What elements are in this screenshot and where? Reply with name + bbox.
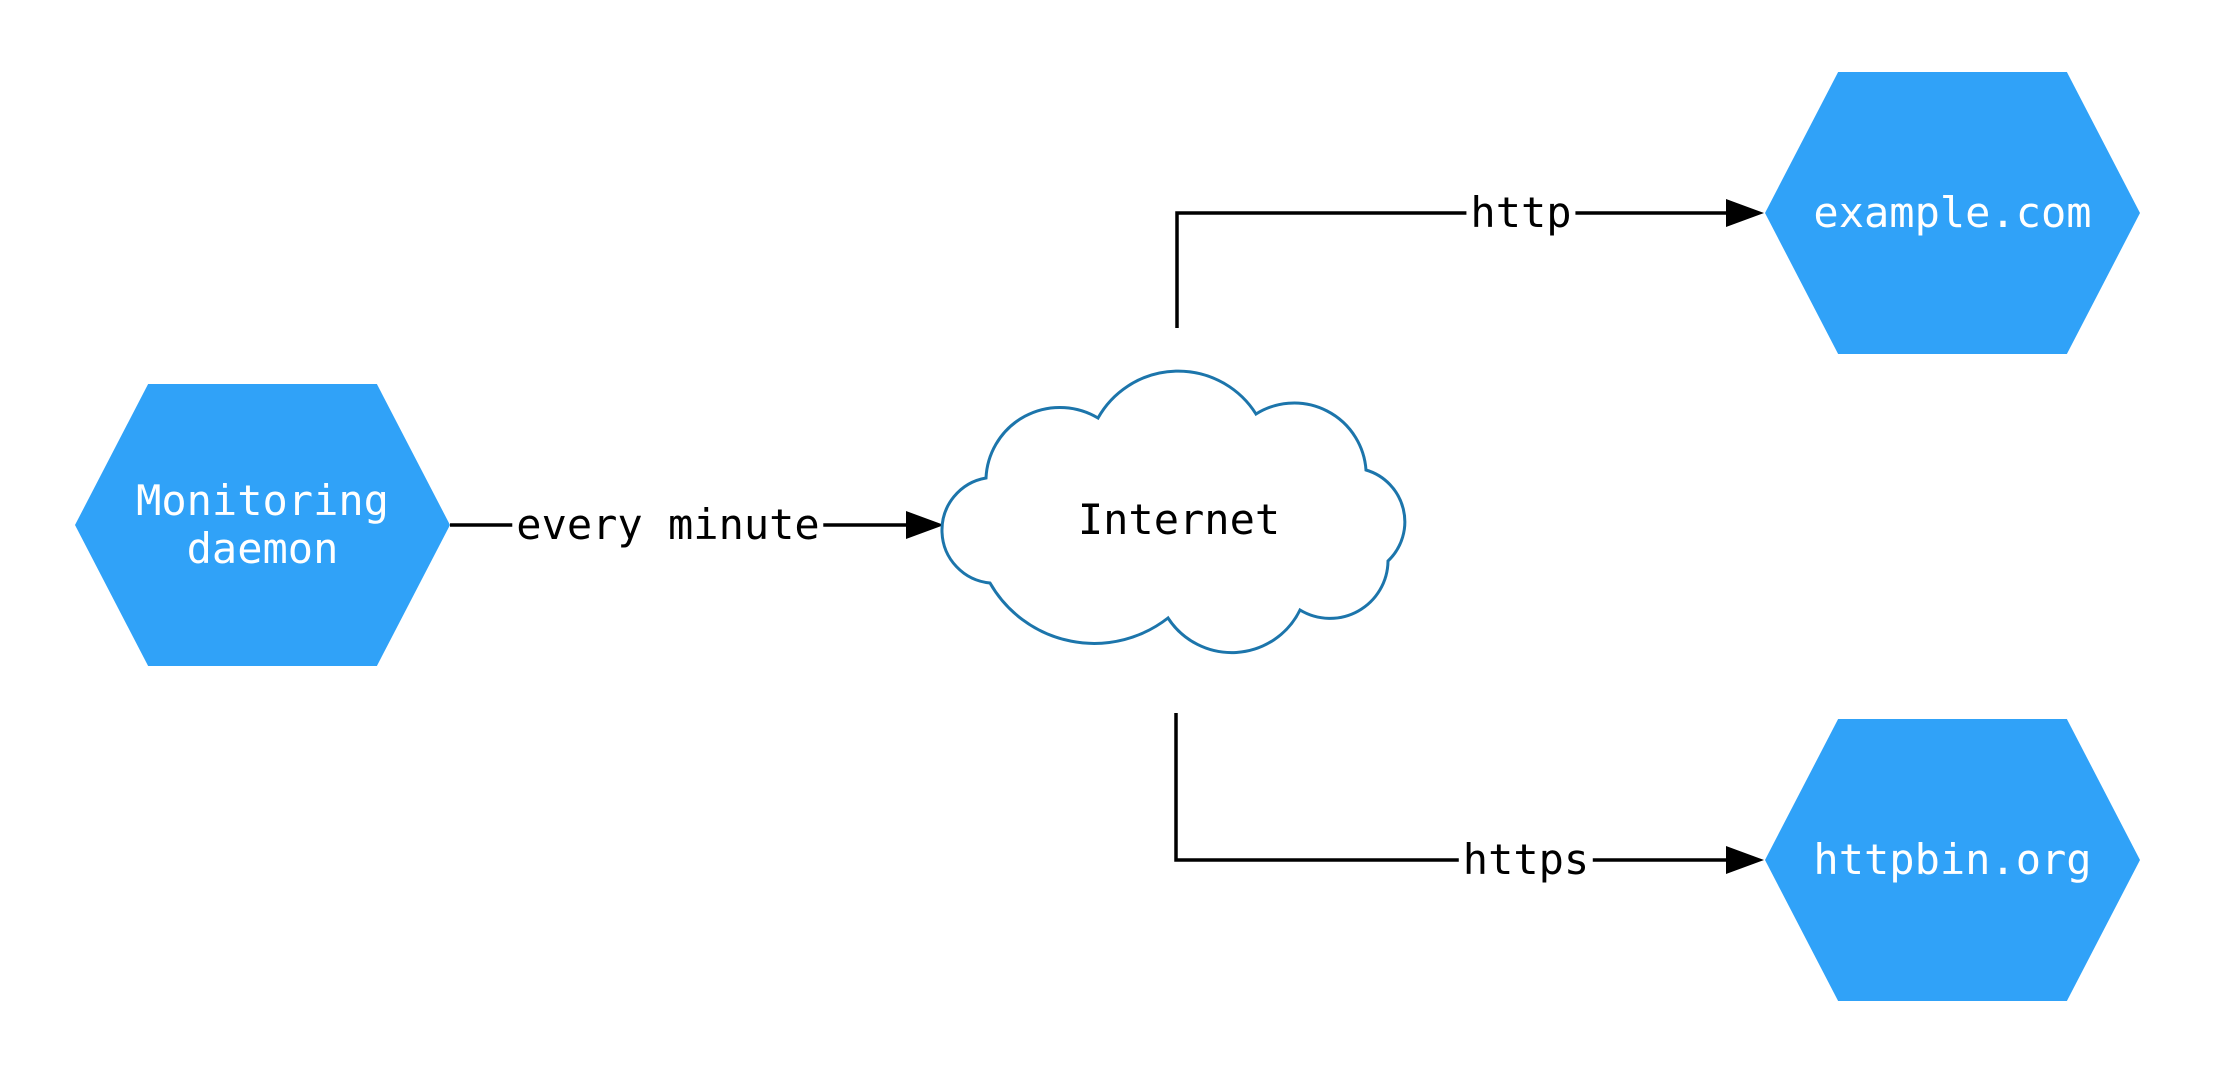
arrowhead-every-minute	[906, 511, 944, 539]
node-httpbin-org-label: httpbin.org	[1813, 834, 2092, 884]
arrowhead-https	[1726, 846, 1764, 874]
edge-label-every-minute: every minute	[512, 504, 824, 546]
node-httpbin-org: httpbin.org	[1765, 719, 2140, 1001]
edge-line-https	[1174, 713, 1728, 862]
cloud-outline	[940, 369, 1407, 655]
arrowhead-http	[1726, 199, 1764, 227]
edge-label-https: https	[1458, 839, 1594, 881]
edge-label-http: http	[1466, 192, 1576, 234]
node-example-com-label: example.com	[1813, 187, 2092, 237]
node-monitoring-daemon-label-line1: Monitoring	[136, 475, 389, 525]
node-internet-label: Internet	[1077, 495, 1281, 544]
node-example-com: example.com	[1765, 72, 2140, 354]
cloud-shape	[940, 369, 1407, 655]
edge-line-http	[1175, 211, 1728, 328]
node-monitoring-daemon: Monitoring daemon	[75, 384, 450, 666]
node-monitoring-daemon-label-line2: daemon	[186, 524, 339, 573]
